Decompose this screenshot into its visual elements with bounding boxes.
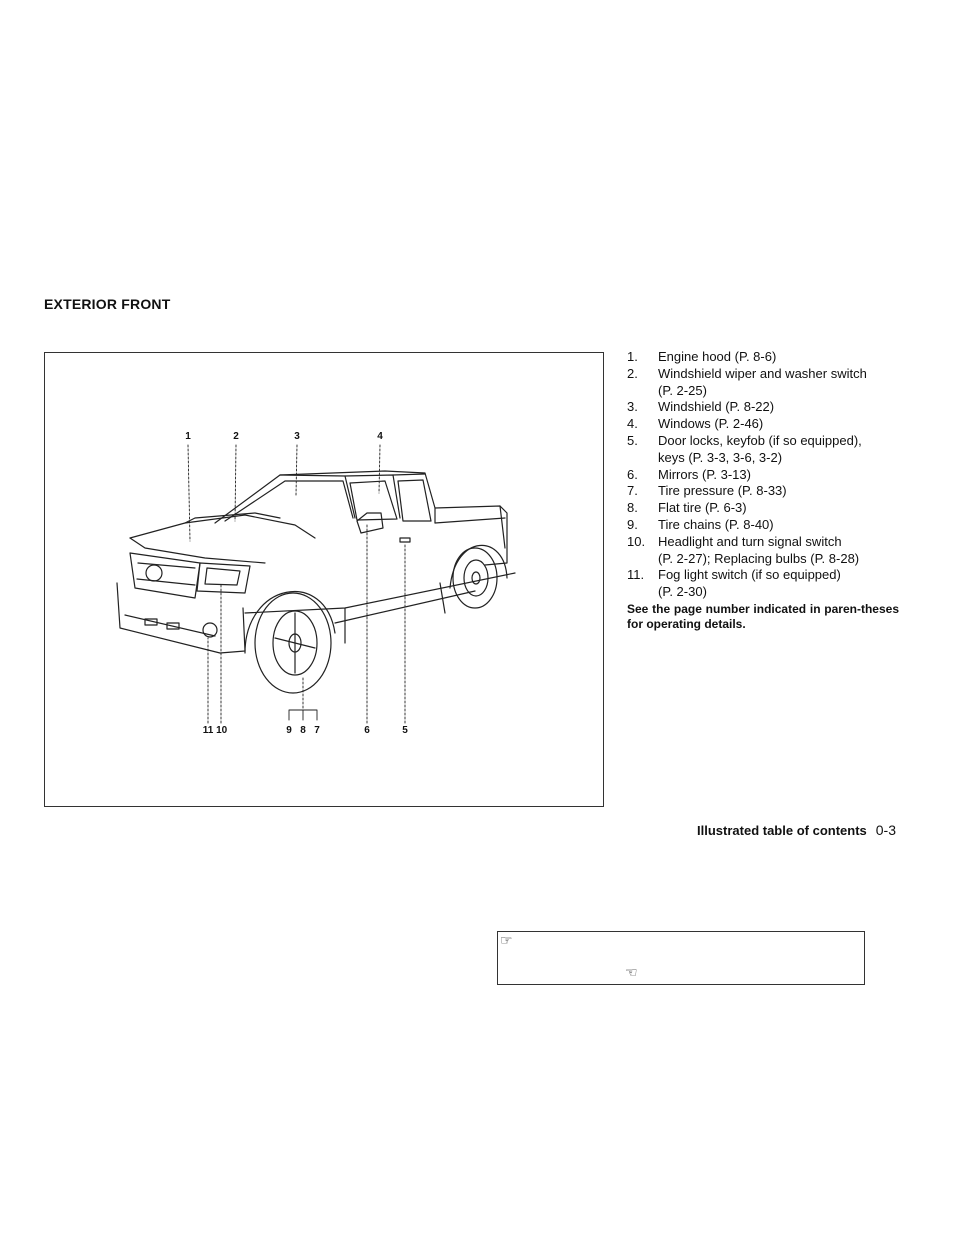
callout-8: 8 <box>300 725 306 736</box>
legend-item: 5. Door locks, keyfob (if so equipped),ke… <box>627 433 899 467</box>
legend-text: Tire chains (P. 8-40) <box>658 516 774 532</box>
callout-3: 3 <box>294 431 300 442</box>
pickup-truck-drawing <box>116 444 516 724</box>
legend: 1. Engine hood (P. 8-6) 2. Windshield wipe… <box>627 349 899 632</box>
legend-item: 7. Tire pressure (P. 8-33) <box>627 483 899 500</box>
legend-text: Mirrors (P. 3-13) <box>658 466 751 482</box>
legend-num: 11. <box>627 567 645 583</box>
legend-item: 3. Windshield (P. 8-22) <box>627 399 899 416</box>
callout-7: 7 <box>314 725 320 736</box>
legend-text: (P. 2-25) <box>658 382 707 398</box>
legend-num: 2. <box>627 365 638 381</box>
legend-item: 1. Engine hood (P. 8-6) <box>627 349 899 366</box>
legend-item: 9. Tire chains (P. 8-40) <box>627 517 899 534</box>
callout-1: 1 <box>185 431 191 442</box>
legend-text: Engine hood (P. 8-6) <box>658 349 777 364</box>
callout-2: 2 <box>233 431 239 442</box>
legend-item: 2. Windshield wiper and washer switch(P. … <box>627 366 899 400</box>
legend-num: 7. <box>627 483 638 499</box>
page-number: 0-3 <box>875 822 896 838</box>
legend-num: 3. <box>627 399 638 415</box>
callout-4: 4 <box>377 431 383 442</box>
callout-11-10: 11 10 <box>202 725 228 736</box>
legend-text: Tire pressure (P. 8-33) <box>658 483 787 499</box>
truck-illustration: 1 2 3 4 11 10 9 8 7 6 5 <box>44 352 604 807</box>
legend-text: Fog light switch (if so equipped) <box>658 567 841 583</box>
legend-text: Headlight and turn signal switch <box>658 533 842 549</box>
legend-text: (P. 2-27); Replacing bulbs (P. 8-28) <box>658 550 860 566</box>
legend-text: Windshield (P. 8-22) <box>658 399 775 415</box>
legend-item: 8. Flat tire (P. 6-3) <box>627 500 899 517</box>
section-title: EXTERIOR FRONT <box>44 296 171 312</box>
legend-num: 10. <box>627 533 646 549</box>
legend-num: 8. <box>627 500 638 516</box>
legend-item: 4. Windows (P. 2-46) <box>627 416 899 433</box>
legend-text: Windows (P. 2-46) <box>658 416 764 432</box>
note-box: ☞ ☜ <box>497 931 865 985</box>
legend-text: keys (P. 3-3, 3-6, 3-2) <box>658 449 783 465</box>
legend-item: 11. Fog light switch (if so equipped)(P. … <box>627 567 899 601</box>
legend-list: 1. Engine hood (P. 8-6) 2. Windshield wipe… <box>627 349 899 601</box>
legend-num: 6. <box>627 466 638 482</box>
callout-6: 6 <box>364 725 370 736</box>
legend-item: 10. Headlight and turn signal switch(P. 2… <box>627 534 899 568</box>
footer-title: Illustrated table of contents <box>697 823 867 838</box>
legend-text: Windshield wiper and washer switch <box>658 365 867 381</box>
legend-text: Door locks, keyfob (if so equipped), <box>658 432 862 448</box>
hand-pointer-icon: ☞ <box>500 932 513 948</box>
legend-num: 9. <box>627 516 638 532</box>
page-footer: Illustrated table of contents 0-3 <box>697 822 896 838</box>
legend-num: 5. <box>627 432 638 448</box>
legend-text: Flat tire (P. 6-3) <box>658 500 747 516</box>
legend-note: See the page number indicated in paren-t… <box>627 601 899 631</box>
legend-num: 4. <box>627 416 638 432</box>
callout-9: 9 <box>286 725 292 736</box>
hand-pointer-icon: ☜ <box>625 964 638 980</box>
legend-num: 1. <box>627 349 638 364</box>
callout-5: 5 <box>402 725 408 736</box>
legend-text: (P. 2-30) <box>658 584 707 600</box>
legend-item: 6. Mirrors (P. 3-13) <box>627 467 899 484</box>
